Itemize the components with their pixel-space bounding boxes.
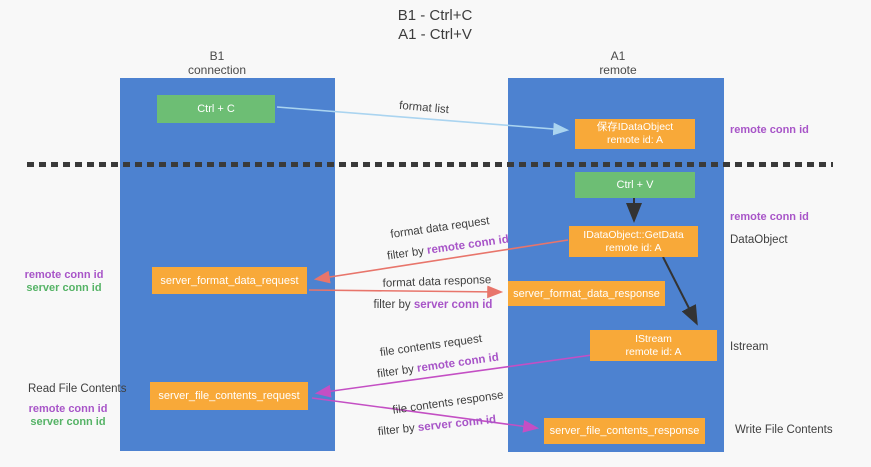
server-file-contents-response-box: server_file_contents_response	[544, 418, 705, 444]
save-idataobject-line2: remote id: A	[606, 134, 664, 146]
diagram-title: B1 - Ctrl+C A1 - Ctrl+V	[330, 6, 540, 44]
left-column-subtitle: connection	[187, 63, 247, 77]
remote-conn-id-annotation-top: remote conn id	[730, 124, 809, 136]
filter-by-text: filter by	[373, 299, 414, 311]
title-line-1: B1 - Ctrl+C	[397, 7, 473, 24]
server-format-data-response-label: server_format_data_response	[513, 287, 660, 300]
server-format-data-request-label: server_format_data_request	[160, 274, 299, 287]
getdata-line1: IDataObject::GetData	[583, 228, 684, 241]
getdata-to-istream-arrow	[662, 256, 698, 326]
server-format-data-response-box: server_format_data_response	[508, 281, 665, 306]
getdata-line2: remote id: A	[605, 241, 662, 254]
left-column-name: B1	[209, 49, 225, 63]
dataobject-annotation: DataObject	[730, 234, 788, 246]
right-column-header: A1 remote	[558, 49, 678, 77]
ctrl-v-label: Ctrl + V	[616, 179, 654, 191]
format-data-request-arrow	[313, 239, 569, 284]
left-remote-conn-id-bottom: remote conn id	[28, 403, 108, 415]
save-idataobject-line1: 保存IDataObject	[596, 121, 674, 133]
filter-by-server-conn-id-label-1: filter by server conn id	[374, 299, 493, 311]
title-line-2: A1 - Ctrl+V	[398, 26, 472, 43]
right-column-name: A1	[610, 49, 626, 63]
file-contents-request-arrow	[314, 354, 593, 398]
server-file-contents-request-label: server_file_contents_request	[158, 390, 300, 402]
left-remote-conn-id-mid: remote conn id	[24, 269, 104, 281]
istream-line2: remote id: A	[625, 345, 682, 358]
format-list-arrow	[276, 106, 570, 136]
copy-paste-divider-dashed-line	[27, 162, 833, 167]
save-idataobject-box: 保存IDataObject remote id: A	[575, 119, 695, 149]
left-server-conn-id-bottom: server conn id	[30, 416, 106, 428]
istream-annotation: Istream	[730, 341, 769, 353]
write-file-contents-annotation: Write File Contents	[735, 424, 833, 436]
left-column-header: B1 connection	[157, 49, 277, 77]
format-data-response-arrow	[308, 285, 504, 299]
istream-line1: IStream	[635, 332, 672, 345]
remote-conn-id-annotation-mid: remote conn id	[730, 211, 809, 223]
server-conn-id-highlight: server conn id	[413, 299, 493, 311]
istream-box: IStream remote id: A	[590, 330, 717, 361]
ctrl-c-box: Ctrl + C	[157, 95, 275, 123]
left-server-conn-id-mid: server conn id	[26, 282, 102, 294]
ctrl-v-box: Ctrl + V	[575, 172, 695, 198]
file-contents-response-arrow	[311, 397, 540, 433]
read-file-contents-annotation: Read File Contents	[28, 383, 127, 395]
idataobject-getdata-box: IDataObject::GetData remote id: A	[569, 226, 698, 257]
server-format-data-request-box: server_format_data_request	[152, 267, 307, 294]
server-file-contents-response-label: server_file_contents_response	[549, 425, 700, 437]
right-column-subtitle: remote	[599, 63, 637, 77]
ctrl-c-label: Ctrl + C	[197, 103, 235, 115]
server-file-contents-request-box: server_file_contents_request	[150, 382, 308, 410]
